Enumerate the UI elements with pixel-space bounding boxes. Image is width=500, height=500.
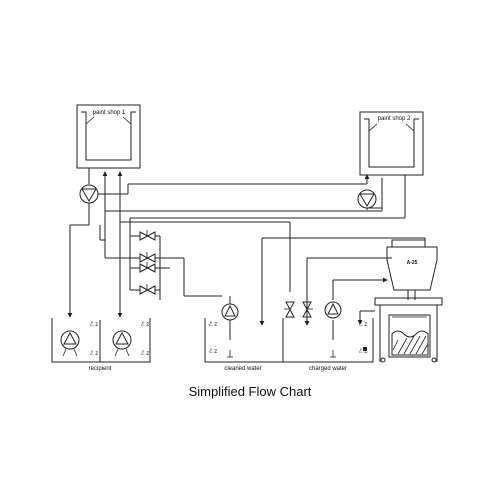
tank-a-25: A-25: [374, 239, 443, 363]
level-sensor-a: ℰ z: [90, 321, 98, 328]
paint-shop-2-label: paint shop 2: [378, 116, 411, 122]
valve-4: [139, 284, 156, 295]
cleaned-water-basin: cleaned water: [204, 318, 284, 372]
level-sensor-c: ℰ z: [141, 321, 149, 328]
valve-vertical-2: [302, 301, 313, 318]
paint-shop-1: paint shop 1: [76, 104, 141, 169]
charged-water-basin: charged water: [283, 318, 374, 372]
level-sensor-h: ℰ z: [359, 348, 367, 355]
valve-1: [139, 230, 156, 241]
tank-label: A-25: [407, 260, 418, 266]
cleaned-water-label: cleaned water: [224, 366, 261, 372]
tank-hopper: [386, 246, 438, 291]
recipient-basin: recipient: [51, 318, 151, 372]
tank-sludge: [391, 330, 429, 356]
pump-recipient-right: [112, 330, 132, 357]
level-sensor-e: ℰ z: [209, 321, 217, 328]
pump-recipient-left: [60, 330, 80, 357]
pump-paint-shop-1: [79, 184, 99, 204]
charged-water-label: charged water: [309, 366, 347, 372]
paint-shop-1-box: [76, 104, 141, 169]
sludge-indicator: [363, 347, 367, 351]
valve-2: [139, 252, 156, 263]
valve-vertical-1: [284, 301, 295, 318]
level-sensor-b: ℰ z: [90, 350, 98, 357]
recipient-label: recipient: [89, 366, 112, 372]
level-sensor-d: ℰ z: [141, 350, 149, 357]
pump-paint-shop-2: [357, 189, 377, 209]
valve-3: [139, 262, 156, 273]
paint-shop-1-label: paint shop 1: [93, 110, 126, 116]
diagram-title: Simplified Flow Chart: [188, 384, 312, 399]
piping: [67, 168, 426, 340]
paint-shop-2: paint shop 2: [359, 111, 424, 176]
pump-charged-water: [324, 301, 342, 319]
level-sensor-g: ℰ z: [359, 321, 367, 328]
paint-shop-2-box: [359, 111, 424, 176]
pump-cleaned-water: [221, 303, 239, 321]
level-sensor-f: ℰ z: [209, 348, 217, 355]
